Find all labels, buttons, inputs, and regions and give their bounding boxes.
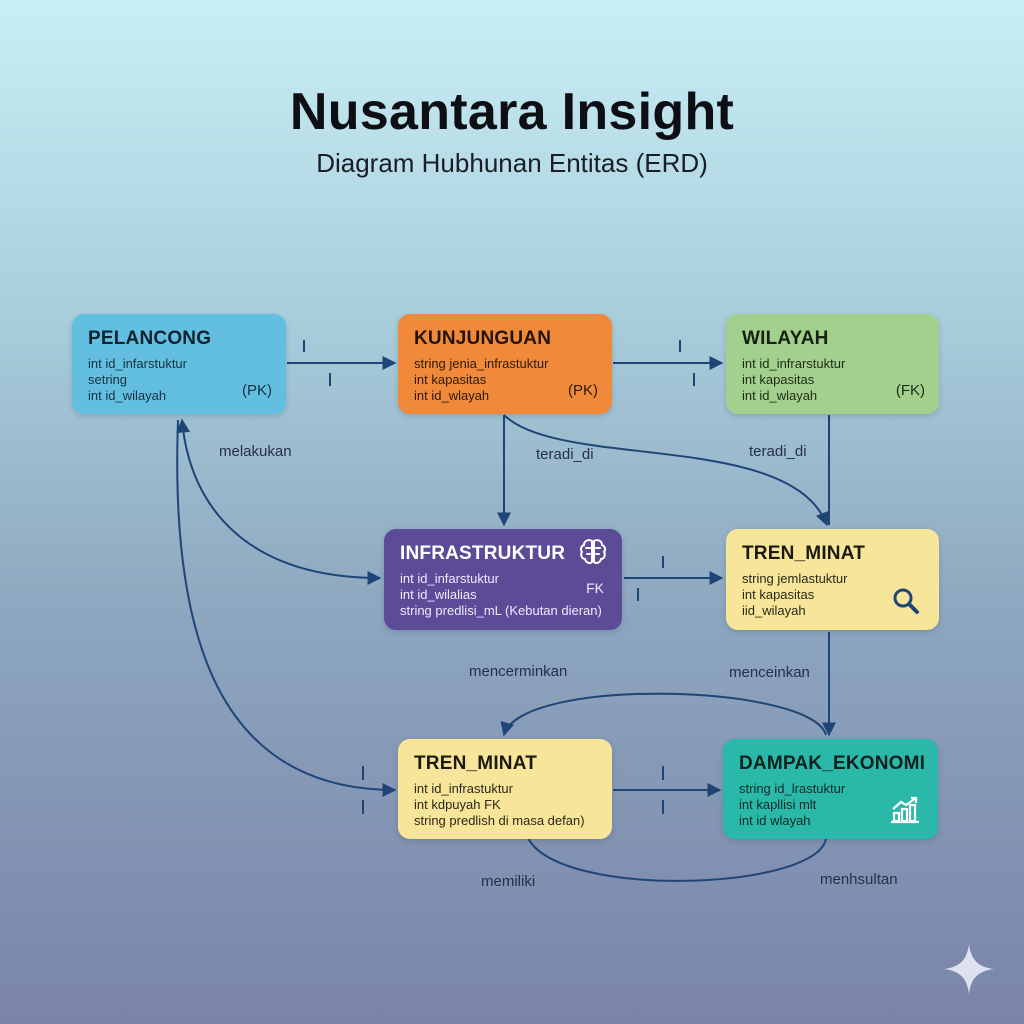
entity-name: PELANCONG bbox=[88, 328, 212, 349]
label-memiliki: memiliki bbox=[481, 873, 536, 890]
attribute: int id_infrarstuktur bbox=[742, 356, 846, 371]
edge-pelancong-tren-bottom bbox=[176, 419, 397, 797]
attribute: int id wlayah bbox=[739, 813, 811, 828]
entity-name: WILAYAH bbox=[742, 328, 829, 349]
attribute: string predlisi_mL (Kebutan dieran) bbox=[400, 603, 602, 618]
growth-chart-icon bbox=[891, 796, 919, 824]
attribute: int kapasitas bbox=[742, 372, 815, 387]
entity-name: TREN_MINAT bbox=[742, 543, 866, 564]
entity-tren-minat-bottom[interactable]: TREN_MINAT int id_infrastuktur int kdpuy… bbox=[398, 739, 612, 839]
entity-name: INFRASTRUKTUR bbox=[400, 543, 566, 564]
label-menceinkan: menceinkan bbox=[729, 664, 810, 681]
key-badge: (PK) bbox=[568, 382, 598, 399]
attribute: int id_wlayah bbox=[742, 388, 818, 403]
label-mencerminkan: mencerminkan bbox=[469, 663, 568, 680]
entity-kunjungan[interactable]: KUNJUNGUAN string jenia_infrastuktur int… bbox=[398, 314, 612, 414]
attribute: string jenia_infrastuktur bbox=[414, 356, 549, 371]
attribute: setring bbox=[88, 372, 128, 387]
diagram-subtitle: Diagram Hubhunan Entitas (ERD) bbox=[316, 148, 708, 178]
magnifier-icon bbox=[893, 588, 919, 614]
attribute: iid_wilayah bbox=[742, 603, 806, 618]
edge-kunjungan-tren bbox=[503, 414, 829, 527]
attribute: int id_infarstuktur bbox=[400, 571, 499, 586]
attribute: int kapasitas bbox=[742, 587, 815, 602]
attribute: int id_infarstuktur bbox=[88, 356, 187, 371]
entity-name: KUNJUNGUAN bbox=[414, 328, 552, 349]
key-badge: (FK) bbox=[895, 382, 925, 399]
attribute: int id_infrastuktur bbox=[414, 781, 513, 796]
edge-bottom-connector bbox=[527, 837, 827, 882]
attribute: string jemlastuktur bbox=[742, 571, 848, 586]
brain-icon bbox=[579, 539, 607, 564]
entity-name: TREN_MINAT bbox=[414, 753, 538, 774]
label-melakukan: melakukan bbox=[219, 443, 292, 460]
entity-name: DAMPAK_EKONOMI bbox=[739, 753, 926, 774]
entity-dampak-ekonomi[interactable]: DAMPAK_EKONOMI string id_lrastuktur int … bbox=[723, 739, 938, 839]
edge-pelancong-infrastruktur bbox=[176, 418, 382, 585]
attribute: int id_wlayah bbox=[414, 388, 490, 403]
attribute: string id_lrastuktur bbox=[739, 781, 846, 796]
entity-infrastruktur[interactable]: INFRASTRUKTUR int id_infarstuktur int id… bbox=[384, 529, 622, 630]
edge-dampak-tren-loop bbox=[500, 692, 827, 737]
label-menhsultan: menhsultan bbox=[820, 871, 898, 888]
attribute: int kapllisi mlt bbox=[739, 797, 817, 812]
attribute: int id_wilalias bbox=[400, 587, 477, 602]
entity-tren-minat-top[interactable]: TREN_MINAT string jemlastuktur int kapas… bbox=[726, 529, 939, 630]
sparkle-icon bbox=[944, 944, 994, 994]
attribute: int id_wilayah bbox=[88, 388, 167, 403]
attribute: string predlish di masa defan) bbox=[414, 813, 585, 828]
attribute: int kapasitas bbox=[414, 372, 487, 387]
key-badge: FK bbox=[586, 580, 604, 596]
label-teradi-di-left: teradi_di bbox=[536, 446, 594, 463]
diagram-title: Nusantara Insight bbox=[289, 83, 735, 141]
key-badge: (PK) bbox=[242, 382, 272, 399]
entity-wilayah[interactable]: WILAYAH int id_infrarstuktur int kapasit… bbox=[726, 314, 939, 414]
attribute: int kdpuyah FK bbox=[414, 797, 501, 812]
entity-pelancong[interactable]: PELANCONG int id_infarstuktur setring in… bbox=[72, 314, 286, 414]
label-teradi-di-right: teradi_di bbox=[749, 443, 807, 460]
